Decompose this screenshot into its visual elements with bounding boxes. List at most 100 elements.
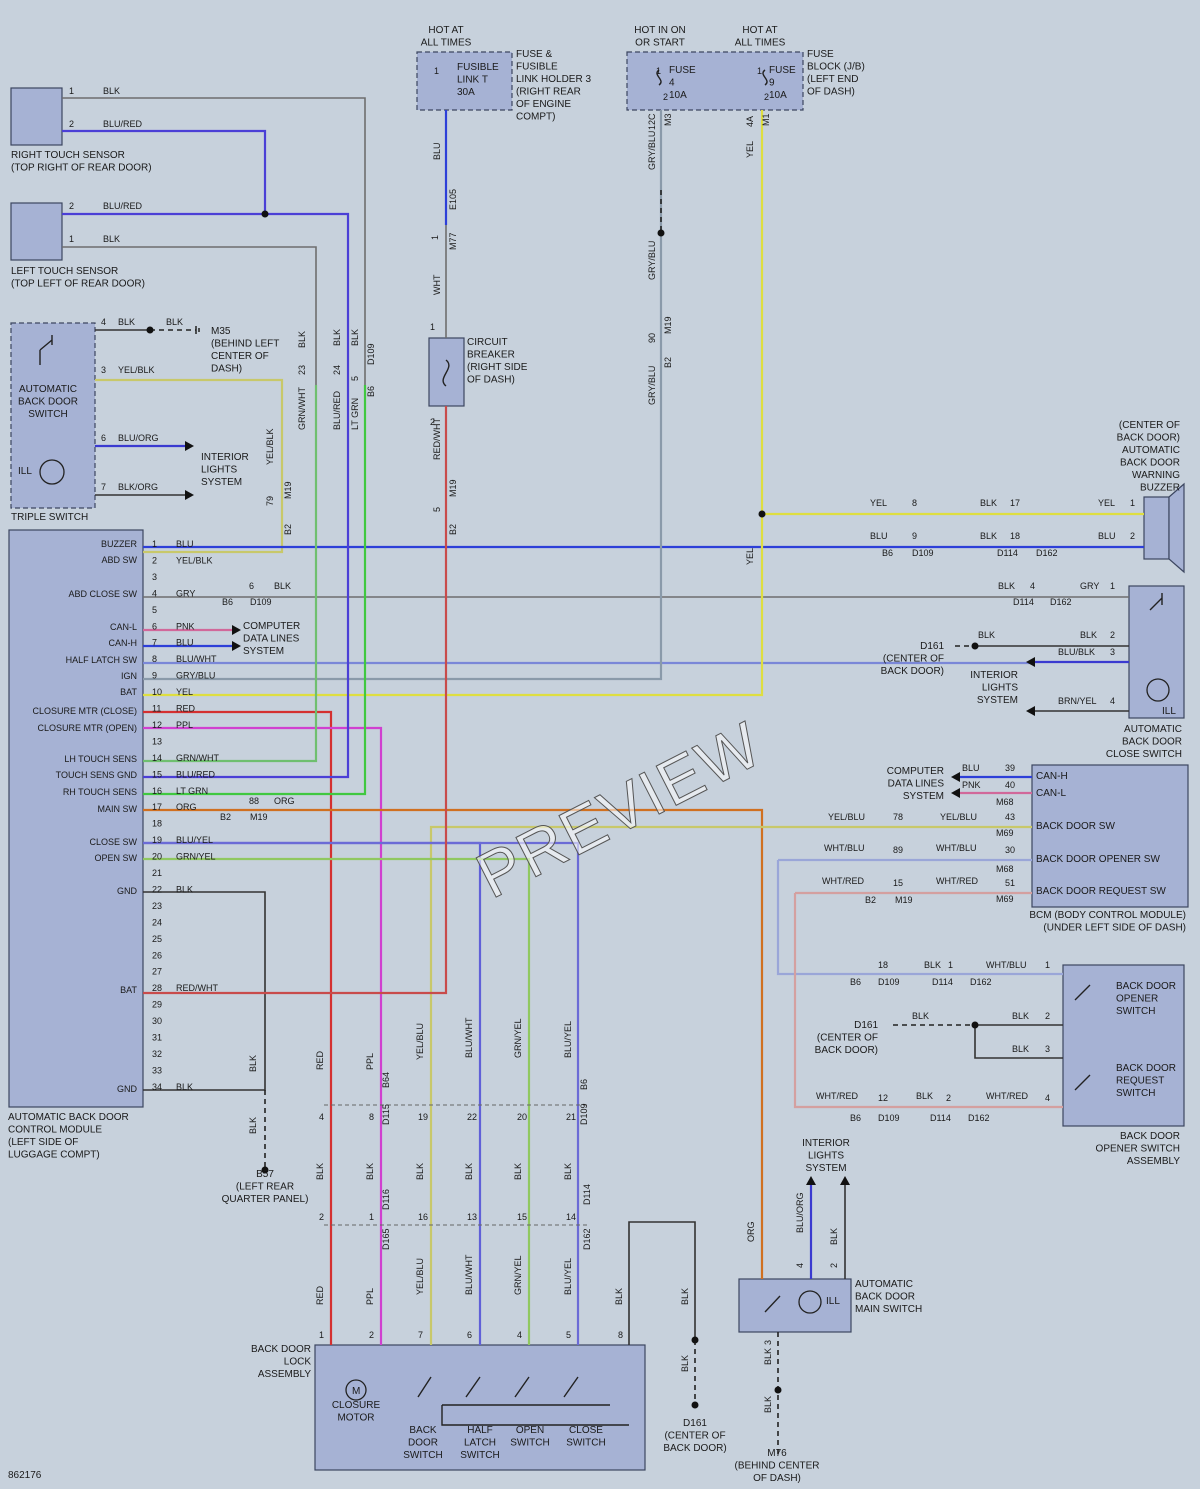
- module-pin-name: IGN: [121, 671, 137, 681]
- wire-label: 39: [1005, 763, 1015, 773]
- ill-lamp-icon-main: [798, 1290, 822, 1314]
- module-pin-wire: BLK: [176, 884, 193, 894]
- wire-label: 3: [101, 365, 106, 375]
- fusible-link-label: FUSIBLE: [457, 62, 499, 73]
- wire-label: 1: [757, 66, 762, 76]
- module-pin-number: 28: [152, 983, 162, 993]
- wire-label-vertical: M19: [663, 316, 673, 334]
- wire-label-vertical: BLK: [513, 1163, 523, 1180]
- control-module-box: [8, 529, 144, 1108]
- splice-dots: [146, 210, 979, 1409]
- wire-label: 4: [319, 1112, 324, 1122]
- wire-label-vertical: BLK: [614, 1288, 624, 1305]
- module-pin-number: 25: [152, 934, 162, 944]
- wire-label-vertical: D109: [579, 1103, 589, 1125]
- wire-label-vertical: GRY/BLU: [647, 241, 657, 280]
- module-pin-number: 34: [152, 1082, 162, 1092]
- wire-label: 1: [69, 234, 74, 244]
- module-pin-number: 18: [152, 819, 162, 829]
- module-pin-number: 14: [152, 753, 162, 763]
- wire-label: 1: [1130, 498, 1135, 508]
- module-pin-number: 20: [152, 852, 162, 862]
- opener-assembly-label: ASSEMBLY: [1127, 1156, 1180, 1167]
- wire-label: BLK: [924, 960, 941, 970]
- wire-label: 8: [618, 1330, 623, 1340]
- interior-lights-3-label: INTERIOR: [802, 1138, 850, 1149]
- wire-label: BLK: [912, 1011, 929, 1021]
- wire-label-vertical: 2: [829, 1263, 839, 1268]
- wire-label-vertical: M1: [761, 113, 771, 126]
- module-pin-wire: BLU/YEL: [176, 835, 213, 845]
- abd-switch-label: BACK DOOR: [18, 397, 78, 408]
- wire-blk-gnd: [143, 891, 266, 1091]
- wire-label: 15: [893, 878, 903, 888]
- wire-blu-red-lts: [62, 212, 350, 385]
- wire-gry-blu: [143, 110, 663, 681]
- hot-on-start-label: HOT IN ON: [634, 25, 685, 36]
- wire-label-vertical: 4A: [745, 116, 755, 127]
- close-switch-label: BACK DOOR: [1122, 737, 1182, 748]
- wire-label: 15: [517, 1212, 527, 1222]
- opener-assembly-label: BACK DOOR: [1120, 1131, 1180, 1142]
- wire-label: BLK: [1012, 1044, 1029, 1054]
- wire-label: M19: [895, 895, 913, 905]
- wire-label: B6: [850, 977, 861, 987]
- left-touch-sensor-label: (TOP LEFT OF REAR DOOR): [11, 279, 145, 290]
- wire-label-vertical: 23: [297, 365, 307, 375]
- wire-label: M69: [996, 828, 1014, 838]
- interior-lights-2-label: INTERIOR: [970, 670, 1018, 681]
- wire-label: BLK: [1012, 1011, 1029, 1021]
- d161-opener-label: D161: [854, 1020, 878, 1031]
- wire-label: 2: [69, 201, 74, 211]
- lock-assembly-label: BACK DOOR: [251, 1344, 311, 1355]
- ill-lamp-icon: [39, 459, 65, 485]
- wire-label: 2: [1130, 531, 1135, 541]
- wire-label: 2: [319, 1212, 324, 1222]
- fuse-9-label: 10A: [769, 90, 787, 101]
- wire-yel-ign: [143, 110, 764, 697]
- d161-label: BACK DOOR): [881, 666, 944, 677]
- module-pin-number: 12: [152, 720, 162, 730]
- wire-label-vertical: WHT: [432, 274, 442, 295]
- fusible-link-label: 30A: [457, 87, 475, 98]
- wire-lt-grn: [143, 385, 367, 796]
- wire-label-vertical: BLU/WHT: [464, 1254, 474, 1295]
- computer-data-lines-label: COMPUTER: [243, 621, 300, 632]
- module-pin-number: 32: [152, 1049, 162, 1059]
- module-pin-number: 13: [152, 736, 162, 746]
- lock-switch-label: SWITCH: [403, 1450, 442, 1461]
- wire-label-vertical: YEL/BLK: [265, 428, 275, 465]
- wire-label-vertical: BLU/WHT: [464, 1017, 474, 1058]
- wire-label-vertical: PPL: [365, 1288, 375, 1305]
- bcm-back-door-sw: BACK DOOR SW: [1036, 821, 1115, 832]
- wire-label: B6: [850, 1113, 861, 1123]
- wire-label: BLK: [274, 581, 291, 591]
- right-touch-sensor-label: RIGHT TOUCH SENSOR: [11, 150, 125, 161]
- diagram-id: 862176: [8, 1470, 42, 1481]
- wire-blk-rts: [62, 97, 366, 385]
- module-pin-number: 21: [152, 868, 162, 878]
- component-labels: RIGHT TOUCH SENSOR(TOP RIGHT OF REAR DOO…: [8, 25, 1186, 1484]
- wire-label-vertical: GRN/WHT: [297, 387, 307, 430]
- m76-label: M76: [767, 1448, 787, 1459]
- request-switch-label: SWITCH: [1116, 1088, 1155, 1099]
- lock-switch-label: OPEN: [516, 1425, 544, 1436]
- buzzer-horn: [1168, 482, 1185, 574]
- wire-label-vertical: M19: [448, 479, 458, 497]
- wire-label: WHT/RED: [816, 1091, 858, 1101]
- m35-label: (BEHIND LEFT: [211, 339, 279, 350]
- wire-label-vertical: BLU/ORG: [795, 1192, 805, 1233]
- wire-label-vertical: B6: [579, 1079, 589, 1090]
- m35-label: M35: [211, 326, 231, 337]
- wires: [62, 97, 1144, 1455]
- fuse-4-label: 10A: [669, 90, 687, 101]
- wire-label: 6: [467, 1330, 472, 1340]
- control-module-label: CONTROL MODULE: [8, 1125, 102, 1136]
- triple-switch-box: [10, 322, 96, 509]
- module-pin-number: 16: [152, 786, 162, 796]
- wire-label-vertical: BLK: [365, 1163, 375, 1180]
- module-pin-number: 2: [152, 555, 157, 565]
- module-pin-number: 29: [152, 1000, 162, 1010]
- module-pin-name: CLOSURE MTR (CLOSE): [32, 706, 137, 716]
